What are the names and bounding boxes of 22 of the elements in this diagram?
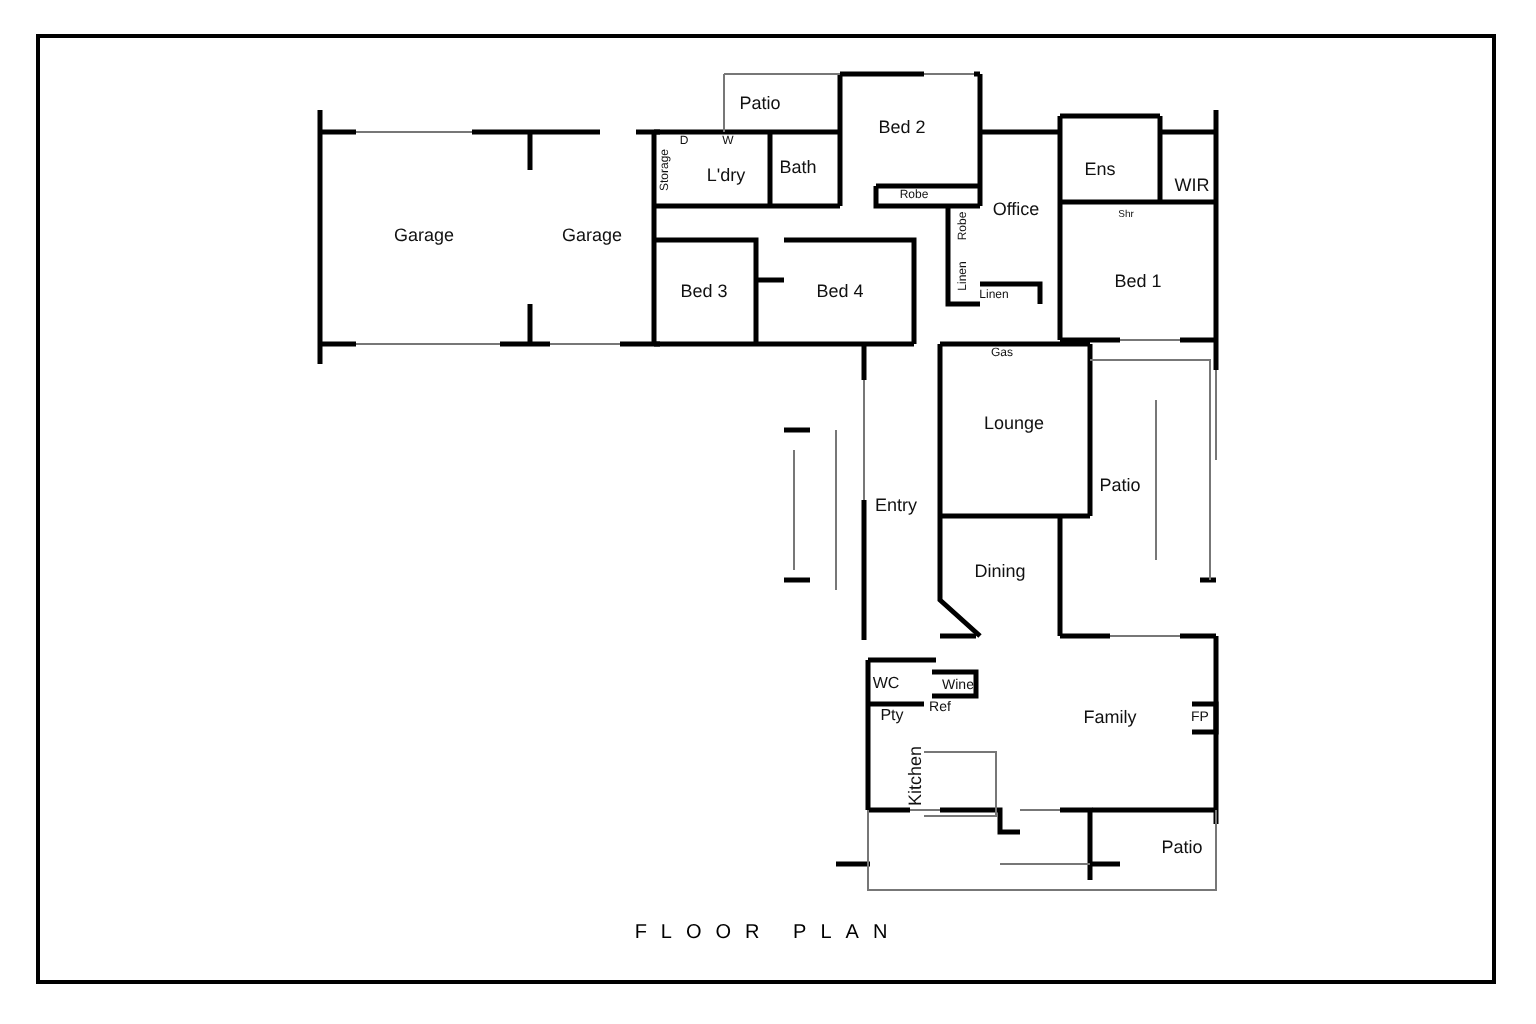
room-label: Patio bbox=[1099, 477, 1141, 495]
room-label: Bed 3 bbox=[680, 283, 728, 301]
room-label: Ens bbox=[1084, 161, 1116, 179]
room-label: WC bbox=[872, 676, 900, 692]
room-label: Family bbox=[1083, 709, 1137, 727]
room-label: Kitchen bbox=[907, 745, 925, 807]
room-label: Pty bbox=[880, 708, 904, 724]
room-label: Garage bbox=[393, 227, 455, 245]
room-label: Dining bbox=[974, 563, 1026, 581]
room-label: WIR bbox=[1174, 177, 1210, 195]
room-label: Patio bbox=[1161, 839, 1203, 857]
room-label: Garage bbox=[561, 227, 623, 245]
room-label: Entry bbox=[875, 497, 917, 515]
room-label: Bath bbox=[779, 159, 817, 177]
room-label: Patio bbox=[739, 95, 781, 113]
room-label: Lounge bbox=[983, 415, 1045, 433]
room-label: Bed 4 bbox=[816, 283, 864, 301]
room-label: Office bbox=[992, 201, 1040, 219]
plan-title: FLOOR PLAN bbox=[632, 922, 904, 944]
room-label: L'dry bbox=[706, 167, 746, 185]
room-label: Bed 1 bbox=[1114, 273, 1162, 291]
room-label: Bed 2 bbox=[878, 119, 926, 137]
